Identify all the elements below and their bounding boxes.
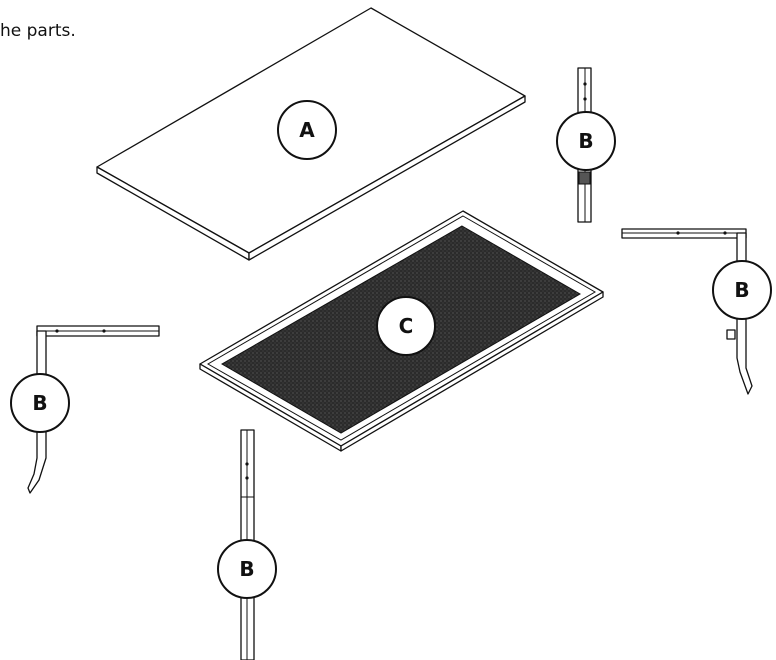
instruction-caption: he parts. <box>0 21 76 41</box>
callout-b-bottom: B <box>217 539 277 599</box>
callout-b-left: B <box>10 373 70 433</box>
callout-b-bottom-label: B <box>239 557 254 581</box>
callout-c: C <box>376 296 436 356</box>
callout-b-right: B <box>712 260 772 320</box>
callout-c-label: C <box>399 314 414 338</box>
callout-b-right-label: B <box>734 278 749 302</box>
callout-a-label: A <box>299 118 315 142</box>
callout-b-left-label: B <box>32 391 47 415</box>
callout-b-top: B <box>556 111 616 171</box>
callout-b-top-label: B <box>578 129 593 153</box>
callout-a: A <box>277 100 337 160</box>
